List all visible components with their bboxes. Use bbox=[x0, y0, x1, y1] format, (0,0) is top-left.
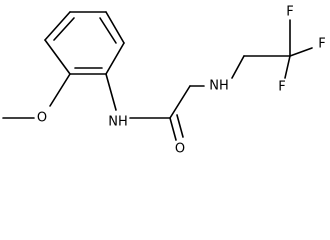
molecule-structure: O NH O NH F F F bbox=[2, 5, 326, 157]
molecule-canvas: O NH O NH F F F bbox=[2, 5, 326, 157]
c-f-bond bbox=[284, 55, 291, 79]
fluorine-top-label: F bbox=[286, 5, 293, 20]
amine-nh-label: NH bbox=[209, 79, 229, 94]
ring-n-bond bbox=[105, 73, 117, 111]
ring-double-bond bbox=[53, 17, 75, 41]
carbonyl-double-bond bbox=[176, 114, 184, 138]
c-f-bond bbox=[289, 47, 313, 57]
fluorine-bottom-label: F bbox=[278, 80, 285, 95]
ring-bond bbox=[44, 11, 71, 41]
fluorine-right-label: F bbox=[318, 37, 325, 52]
ring-bond bbox=[105, 42, 125, 75]
n-ch2-bond bbox=[231, 55, 245, 79]
benzene-ring bbox=[44, 11, 125, 75]
ring-double-bond bbox=[99, 17, 117, 44]
c-o-bond bbox=[49, 73, 71, 107]
carbonyl-ch2-bond bbox=[169, 85, 191, 119]
ring-bond bbox=[105, 11, 125, 44]
methoxy-oxygen-label: O bbox=[37, 111, 47, 126]
carbonyl-double-bond bbox=[169, 117, 177, 141]
carbonyl-oxygen-label: O bbox=[175, 142, 185, 157]
amide-nh-label: NH bbox=[108, 115, 128, 130]
ring-bond bbox=[44, 39, 71, 75]
